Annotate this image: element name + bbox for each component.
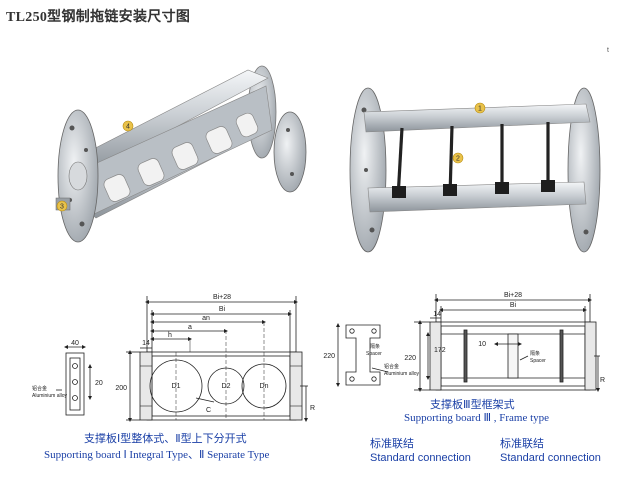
dim-bi-integral: Bi	[219, 306, 226, 313]
photo-integral-chain: 4 3	[55, 65, 307, 243]
material-label-cn-right: 铝合金	[384, 363, 399, 370]
callout-2: 2	[456, 156, 460, 163]
standard-connection-right-en: Standard connection	[500, 452, 601, 464]
hole-dn: Dn	[260, 383, 269, 390]
dim-r-frame: R	[600, 377, 605, 384]
standard-connection-left-cn: 标准联结	[370, 438, 414, 450]
dim-bi-frame: Bi	[510, 302, 517, 309]
dim-overall-frame: Bi+28	[504, 292, 522, 299]
stray-mark: t	[607, 47, 609, 54]
dim-200: 200	[115, 385, 127, 392]
material-label-en-right: Aluminium alloy	[384, 371, 420, 377]
spacer-label-cn-left: 隔条	[370, 343, 380, 350]
hole-d2: D2	[222, 383, 231, 390]
dim-14-integral: 14	[142, 340, 150, 347]
drawing-integral-type	[126, 296, 308, 422]
material-label-cn-left: 铝合金	[32, 385, 47, 392]
standard-connection-right-cn: 标准联结	[500, 438, 544, 450]
drawing-frame-profile	[336, 323, 389, 387]
dim-r-integral: R	[310, 405, 315, 412]
callout-4: 4	[126, 124, 130, 131]
hole-d1: D1	[172, 383, 181, 390]
dim-height-20: 20	[95, 380, 103, 387]
page-title: TL250型钢制拖链安装尺寸图	[6, 10, 191, 25]
photo-frame-chain: 1 2	[349, 87, 601, 253]
caption-frame-en: Supporting board Ⅲ , Frame type	[404, 412, 550, 424]
callout-3: 3	[60, 204, 64, 211]
caption-integral-cn: 支撑板Ⅰ型整体式、Ⅱ型上下分开式	[84, 433, 247, 445]
dim-a: a	[188, 324, 192, 331]
material-label-en-left: Aluminium alloy	[32, 393, 68, 399]
caption-integral-en: Supporting board Ⅰ Integral Type、Ⅱ Separ…	[44, 449, 270, 461]
caption-frame-cn: 支撑板Ⅲ型框架式	[430, 399, 515, 411]
dim-172: 172	[434, 347, 446, 354]
dim-14-frame: 14	[433, 311, 441, 318]
dim-220-profile: 220	[323, 353, 335, 360]
dim-width-40: 40	[71, 340, 79, 347]
dim-c: C	[206, 407, 211, 414]
dim-10: 10	[478, 341, 486, 348]
standard-connection-left-en: Standard connection	[370, 452, 471, 464]
spacer-label-cn-frame: 隔条	[530, 350, 540, 357]
dim-h: h	[168, 332, 172, 339]
spacer-label-en-frame: Spacer	[530, 358, 546, 364]
callout-1: 1	[478, 106, 482, 113]
dim-220-frame: 220	[404, 355, 416, 362]
dim-overall-integral: Bi+28	[213, 294, 231, 301]
dim-an: an	[202, 315, 210, 322]
drawing-frame-type	[414, 294, 600, 392]
spacer-label-en-left: Spacer	[366, 351, 382, 357]
drawing-profile-small	[56, 345, 92, 416]
